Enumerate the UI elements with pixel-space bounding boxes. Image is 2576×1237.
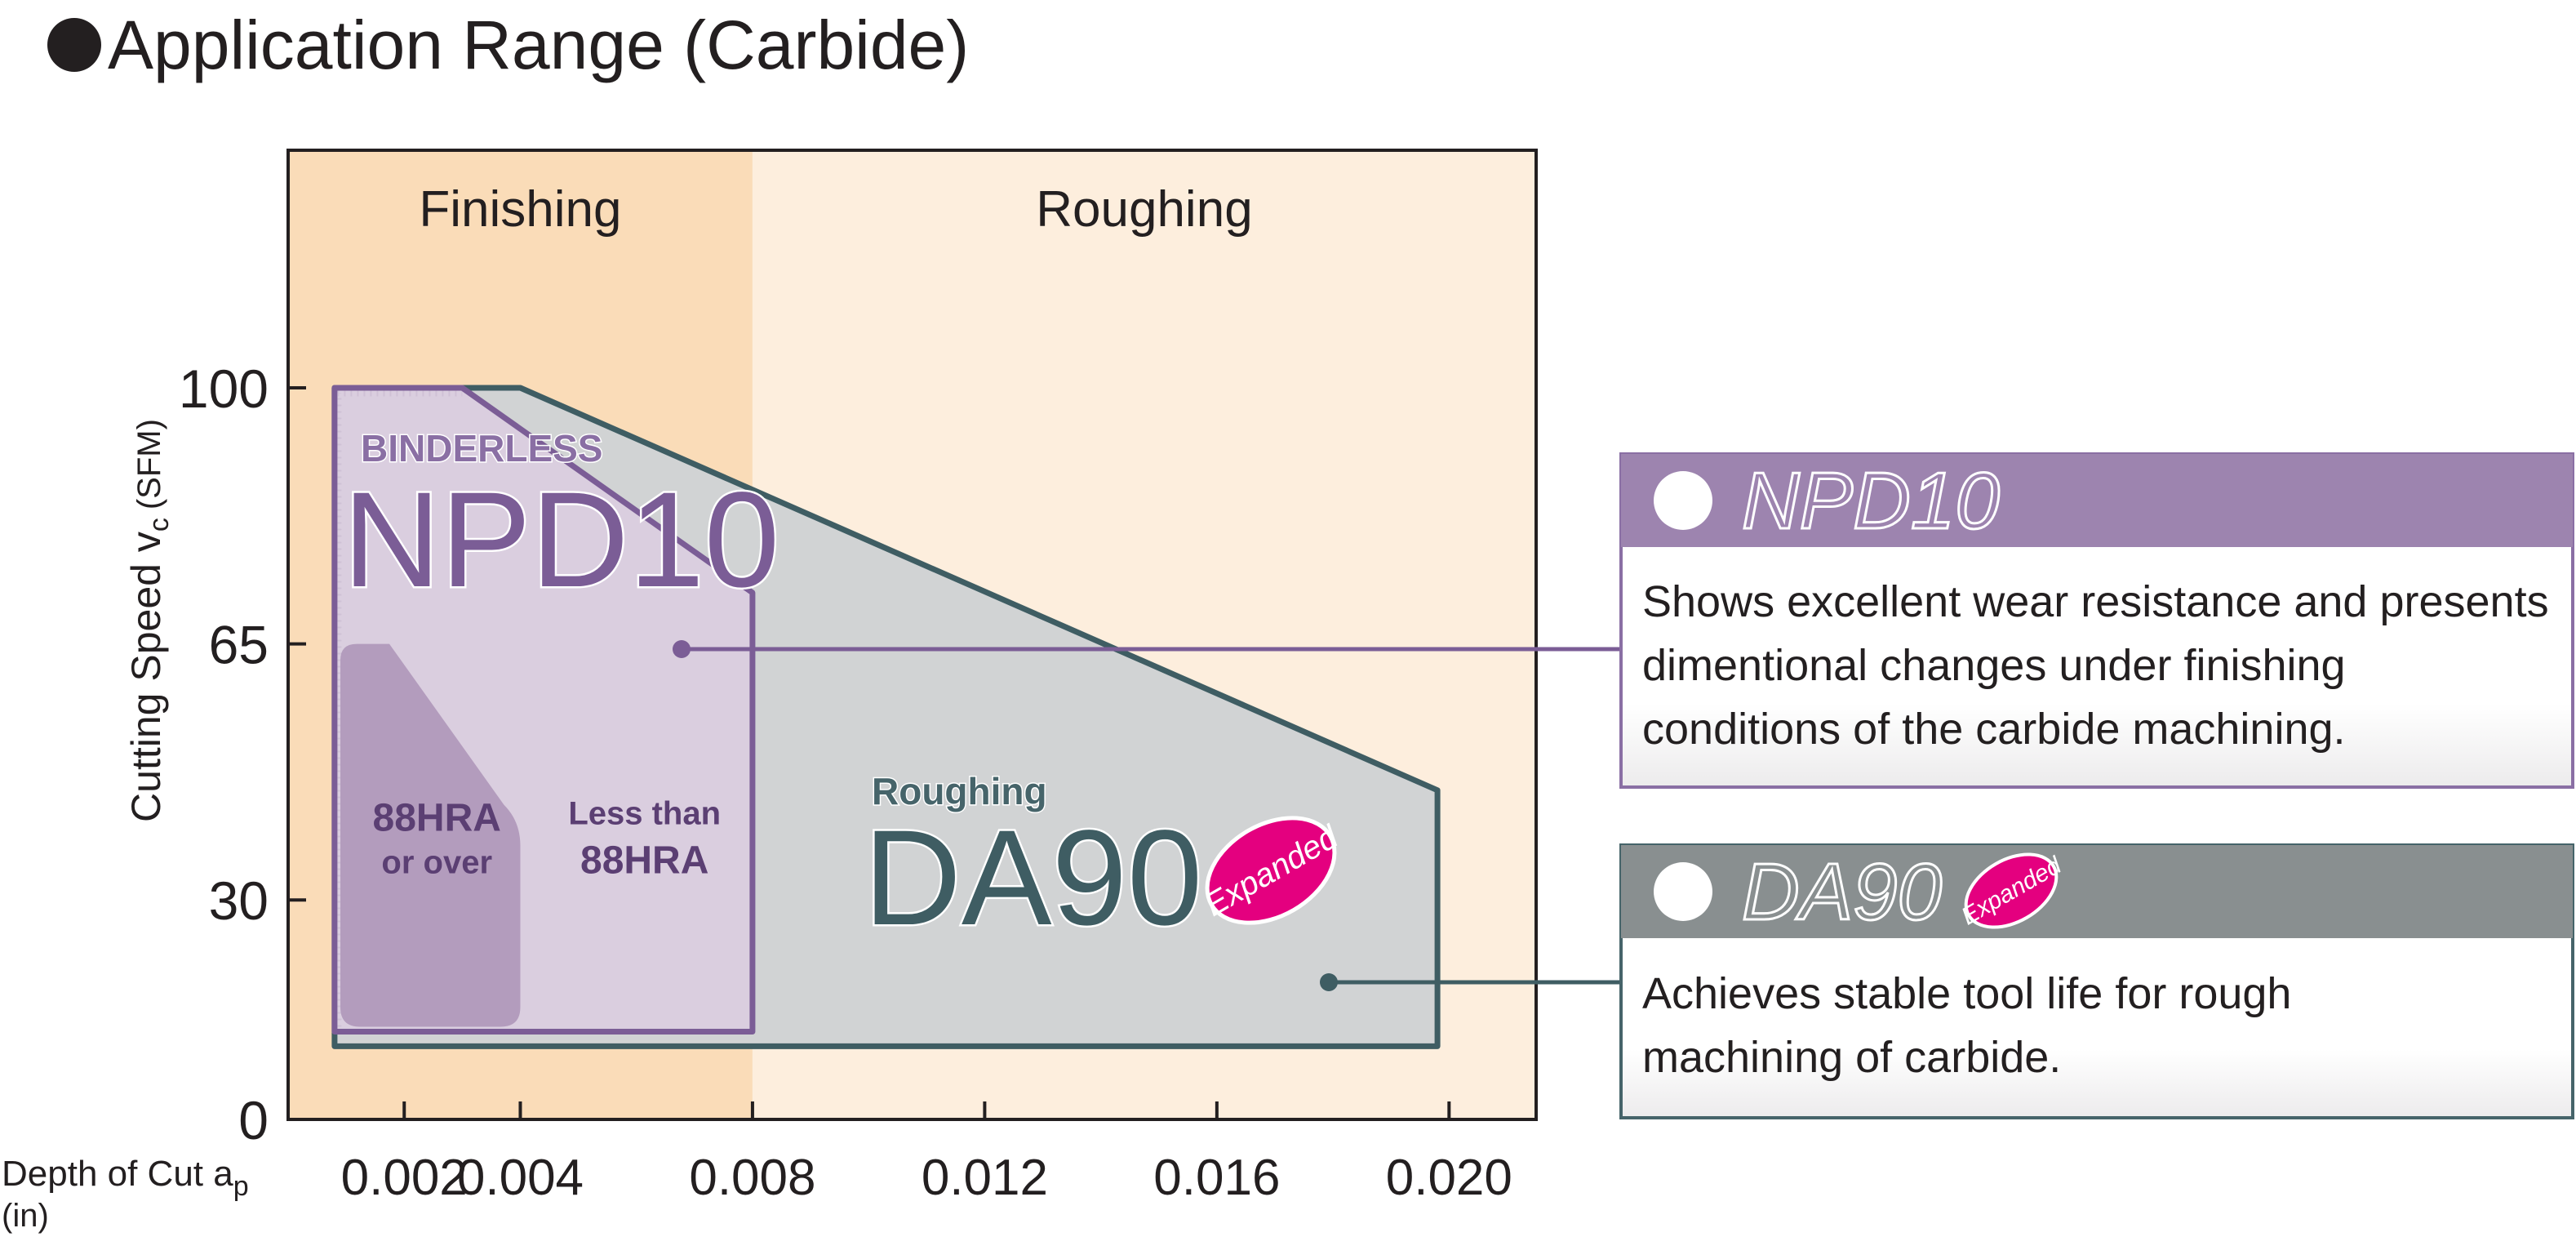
da90-leader-dot xyxy=(1320,973,1338,991)
da90-card-expanded-badge-ellipse xyxy=(1964,852,2059,929)
x-axis-label-sub: p xyxy=(233,1171,249,1202)
chart-title: Application Range (Carbide) xyxy=(47,0,969,90)
leader-lines xyxy=(673,640,1621,991)
x-axis-label-main: Depth of Cut a xyxy=(2,1154,233,1194)
88hra-or-over-subregion xyxy=(340,643,521,1027)
88hra-or-over-label-line1: 88HRA xyxy=(373,797,501,840)
da90-card-title: DA90 xyxy=(1742,847,1942,937)
x-tick-label: 0.012 xyxy=(922,1150,1048,1206)
da90-region-name: DA90 xyxy=(864,803,1202,954)
plot-frame xyxy=(286,149,1538,1121)
less-than-88hra-label-line1: Less than xyxy=(568,796,721,832)
y-axis: 0 30 65 100 xyxy=(179,358,306,1150)
x-tick-label: 0.004 xyxy=(457,1150,584,1206)
x-axis-label: Depth of Cut ap xyxy=(2,1154,249,1202)
npd10-region-binderless-label: BINDERLESS xyxy=(361,427,602,469)
chart-title-text: Application Range (Carbide) xyxy=(108,6,970,83)
y-tick-label: 65 xyxy=(209,615,269,675)
x-tick-label: 0.020 xyxy=(1386,1150,1512,1206)
da90-card-circle-icon xyxy=(1654,862,1712,921)
x-tick-label: 0.002 xyxy=(341,1150,468,1206)
finishing-band-label: Finishing xyxy=(419,181,621,238)
x-tick-label: 0.016 xyxy=(1153,1150,1280,1206)
npd10-region-name: NPD10 xyxy=(343,465,779,616)
da90-card-header xyxy=(1621,845,2573,938)
x-tick-label: 0.008 xyxy=(689,1150,815,1206)
y-axis-label-unit: (SFM) xyxy=(131,419,167,509)
npd10-card-header xyxy=(1621,454,2573,547)
npd10-card-text-line3: conditions of the carbide machining. xyxy=(1642,705,2346,754)
da90-card-text-line2: machining of carbide. xyxy=(1642,1033,2061,1082)
less-than-88hra-label-line2: 88HRA xyxy=(580,839,708,883)
x-axis-unit: (in) xyxy=(2,1198,49,1234)
y-axis-label: Cutting Speed vc (SFM) xyxy=(123,419,175,822)
npd10-card-text-line2: dimentional changes under finishing xyxy=(1642,641,2346,690)
y-tick-label: 0 xyxy=(238,1090,269,1150)
y-tick-label: 100 xyxy=(179,358,269,419)
da90-card-text-line1: Achieves stable tool life for rough xyxy=(1642,969,2291,1018)
da90-info-card: DA90 Expanded Achieves stable tool life … xyxy=(1619,843,2574,1119)
88hra-or-over-label-line2: or over xyxy=(381,845,492,881)
npd10-card-title: NPD10 xyxy=(1742,456,2000,545)
y-axis-label-sub: c xyxy=(144,518,175,532)
y-tick-label: 30 xyxy=(209,870,269,931)
expanded-badge-ellipse xyxy=(1205,816,1337,925)
y-axis-label-main: Cutting Speed v xyxy=(123,532,169,822)
title-bullet-icon xyxy=(47,18,101,72)
npd10-card-text-line1: Shows excellent wear resistance and pres… xyxy=(1642,577,2549,626)
npd10-info-card: NPD10 Shows excellent wear resistance an… xyxy=(1619,452,2574,789)
roughing-band-label: Roughing xyxy=(1036,181,1252,238)
da90-region-roughing-label: Roughing xyxy=(872,770,1047,812)
npd10-leader-dot xyxy=(673,640,691,658)
npd10-card-circle-icon xyxy=(1654,471,1712,530)
